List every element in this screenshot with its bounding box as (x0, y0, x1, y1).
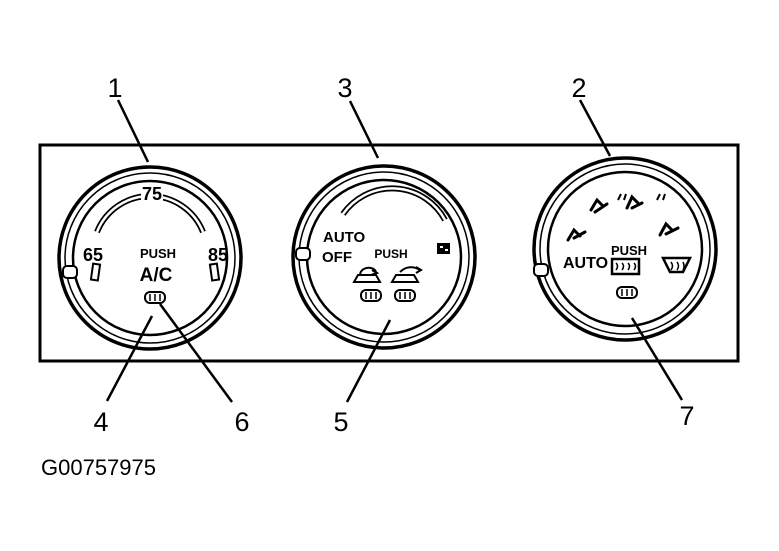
bilevel-icon (589, 197, 609, 214)
control-panel-frame (38, 143, 740, 363)
knob-notch (62, 265, 78, 279)
figure-id: G00757975 (41, 455, 156, 480)
ac-button-label: A/C (140, 265, 173, 286)
ac-indicator-light (144, 291, 166, 304)
left-temperature-knob[interactable]: 75 65 85 PUSH A/C (57, 165, 243, 351)
callout-1: 1 (107, 73, 122, 103)
floor-icon (625, 194, 644, 210)
callout-5: 5 (333, 407, 348, 437)
center-fan-knob[interactable]: AUTO OFF PUSH (291, 164, 477, 350)
leader-line-1 (116, 99, 150, 163)
callout-2: 2 (571, 73, 586, 103)
push-label: PUSH (374, 247, 407, 261)
high-tick-mark (208, 262, 221, 282)
recirculate-icon (352, 266, 382, 283)
defrost-icon (617, 193, 666, 201)
front-defrost-icon (660, 256, 693, 274)
temp-65-label: 65 (83, 245, 103, 265)
fresh-air-indicator-light (394, 289, 416, 302)
floor-defrost-icon (658, 221, 680, 237)
leader-line-5 (345, 319, 392, 403)
leader-lines (105, 99, 684, 403)
right-mode-knob[interactable]: AUTO PUSH (532, 156, 718, 342)
vent-face-icon (566, 227, 587, 242)
fresh-air-icon (390, 266, 423, 283)
off-label: OFF (322, 249, 352, 266)
leader-line-3 (348, 100, 380, 159)
econ-icon (437, 243, 450, 254)
leader-line-4 (105, 315, 154, 402)
knob-notch (533, 263, 549, 277)
callout-3: 3 (337, 73, 352, 103)
rear-defrost-icon (610, 257, 641, 276)
auto-label: AUTO (563, 255, 608, 272)
low-tick-mark (89, 262, 102, 282)
recirculate-indicator-light (360, 289, 382, 302)
temp-85-label: 85 (208, 245, 228, 265)
leader-line-6 (158, 303, 234, 403)
callout-6: 6 (234, 407, 249, 437)
callout-4: 4 (93, 407, 108, 437)
callout-7: 7 (679, 401, 694, 431)
temp-75-label: 75 (142, 184, 162, 204)
auto-label: AUTO (323, 229, 366, 246)
push-label: PUSH (611, 243, 647, 258)
push-label: PUSH (140, 246, 176, 261)
mode-indicator-light (616, 286, 638, 299)
leader-line-7 (630, 317, 684, 401)
leader-line-2 (578, 99, 612, 157)
knob-notch (295, 247, 311, 261)
